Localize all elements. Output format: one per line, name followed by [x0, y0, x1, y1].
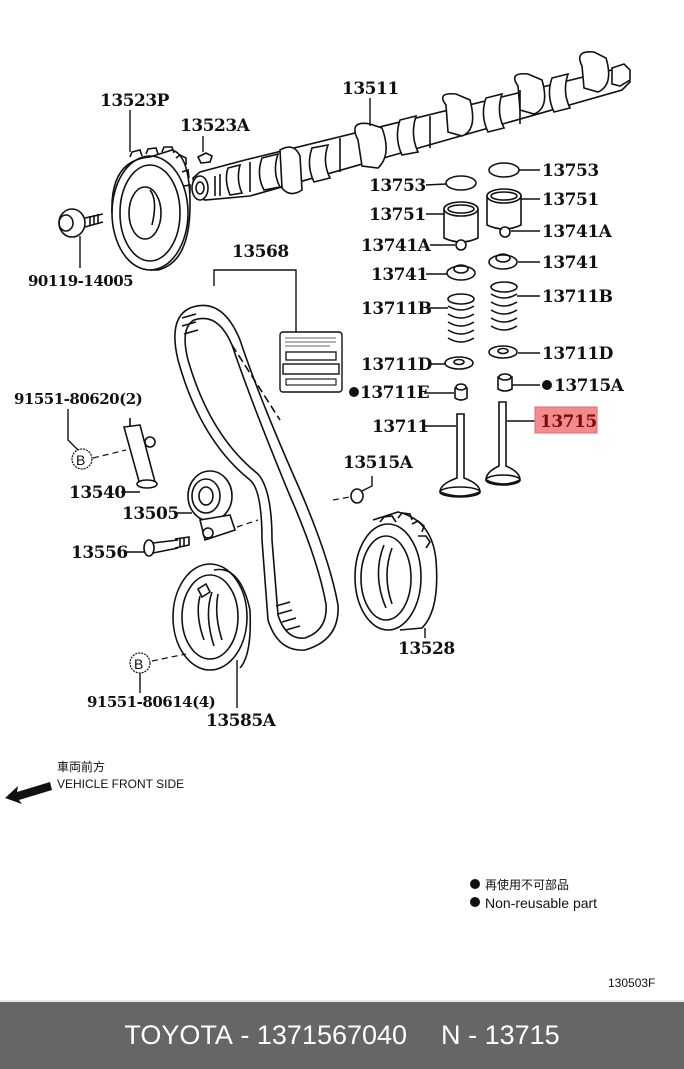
vehicle-front-arrow-icon — [5, 782, 52, 804]
lifter-right[interactable] — [486, 188, 522, 230]
svg-text:B: B — [76, 452, 85, 468]
spring-left[interactable] — [447, 293, 475, 343]
legend: 再使用不可部品 Non-reusable part — [470, 877, 597, 911]
intake-valve[interactable] — [439, 413, 481, 498]
label-13741A-right[interactable]: 13741A — [542, 222, 613, 242]
spring-right[interactable] — [490, 281, 518, 331]
tension-spring[interactable] — [122, 418, 158, 489]
label-13711[interactable]: 13711 — [372, 417, 429, 437]
shim-right[interactable] — [488, 162, 520, 178]
exhaust-valve-13715[interactable] — [485, 401, 521, 486]
non-reusable-dot — [349, 387, 359, 397]
idler-bolt[interactable] — [143, 536, 190, 557]
camshaft-timing-pulley[interactable] — [111, 146, 191, 271]
separator: - — [240, 1020, 250, 1050]
label-13511[interactable]: 13511 — [342, 79, 399, 99]
camshaft[interactable] — [191, 50, 631, 201]
label-13505[interactable]: 13505 — [122, 504, 179, 524]
separator: - — [468, 1020, 478, 1050]
retainer-right[interactable] — [488, 253, 518, 270]
label-13741-right[interactable]: 13741 — [542, 253, 599, 273]
stem-seal-left[interactable] — [454, 383, 468, 401]
keeper-right[interactable] — [499, 226, 511, 238]
legend-en: Non-reusable part — [485, 895, 597, 911]
bullet-icon — [470, 897, 480, 907]
parts-diagram: 13523P 90119-14005 13523A 13511 — [5, 50, 655, 990]
direction-label-en: VEHICLE FRONT SIDE — [57, 777, 184, 791]
brand-name: TOYOTA — [124, 1020, 233, 1050]
label-13753-left[interactable]: 13753 — [369, 176, 426, 196]
reference-b-bottom[interactable]: B — [129, 652, 151, 674]
timing-belt[interactable] — [174, 304, 339, 651]
label-13741-left[interactable]: 13741 — [371, 265, 428, 285]
belt-label-card[interactable] — [279, 331, 343, 393]
label-13711E[interactable]: 13711E — [360, 383, 430, 403]
label-13753-right[interactable]: 13753 — [542, 161, 599, 181]
direction-label-jp: 車両前方 — [57, 759, 105, 774]
label-90119-14005[interactable]: 90119-14005 — [28, 272, 134, 290]
keeper-left[interactable] — [455, 239, 467, 251]
highlight-box — [534, 406, 598, 434]
left-valve-stack — [439, 175, 481, 498]
legend-jp: 再使用不可部品 — [485, 877, 569, 892]
part-info-footer: TOYOTA - 1371567040 N - 13715 — [0, 1000, 684, 1069]
label-13711D-right[interactable]: 13711D — [542, 344, 614, 364]
label-13711B-right[interactable]: 13711B — [542, 287, 613, 307]
stem-seal-right[interactable] — [497, 373, 513, 392]
pulley-key-13515A[interactable] — [350, 488, 364, 504]
label-13556[interactable]: 13556 — [71, 543, 128, 563]
oil-pump-pulley[interactable] — [354, 511, 438, 631]
label-13528[interactable]: 13528 — [398, 639, 455, 659]
pulley-key[interactable] — [196, 152, 213, 164]
lifter-left[interactable] — [443, 201, 479, 243]
shim-left[interactable] — [445, 175, 477, 191]
ref-number[interactable]: 13715 — [484, 1020, 560, 1050]
label-13515A[interactable]: 13515A — [343, 453, 414, 473]
label-13715-highlighted[interactable]: 13715 — [540, 412, 597, 432]
figure-code: 130503F — [608, 976, 655, 990]
reference-b-top[interactable]: B — [71, 448, 93, 470]
label-13568[interactable]: 13568 — [232, 242, 289, 262]
spring-seat-right[interactable] — [488, 345, 518, 359]
label-13711B-left[interactable]: 13711B — [361, 299, 432, 319]
pulley-bolt[interactable] — [58, 208, 104, 238]
svg-text:B: B — [134, 656, 143, 672]
label-91551-80620[interactable]: 91551-80620(2) — [14, 390, 143, 408]
part-number[interactable]: 1371567040 — [256, 1020, 408, 1050]
label-13751-right[interactable]: 13751 — [542, 190, 599, 210]
bullet-icon — [470, 879, 480, 889]
ref-prefix: N — [441, 1020, 461, 1050]
label-13585A[interactable]: 13585A — [206, 711, 277, 731]
label-13751-left[interactable]: 13751 — [369, 205, 426, 225]
label-13741A-left[interactable]: 13741A — [361, 236, 432, 256]
label-13523A[interactable]: 13523A — [180, 116, 251, 136]
idler-pulley[interactable] — [187, 470, 237, 542]
crankshaft-pulley[interactable] — [172, 563, 252, 671]
spring-seat-left[interactable] — [444, 356, 474, 370]
non-reusable-dot — [542, 380, 552, 390]
right-valve-stack — [485, 162, 522, 486]
label-13523P[interactable]: 13523P — [100, 91, 170, 111]
label-91551-80614[interactable]: 91551-80614(4) — [87, 693, 216, 711]
label-13715A[interactable]: 13715A — [554, 376, 625, 396]
retainer-left[interactable] — [446, 264, 476, 281]
label-13711D-left[interactable]: 13711D — [361, 355, 433, 375]
label-13540[interactable]: 13540 — [69, 483, 127, 503]
